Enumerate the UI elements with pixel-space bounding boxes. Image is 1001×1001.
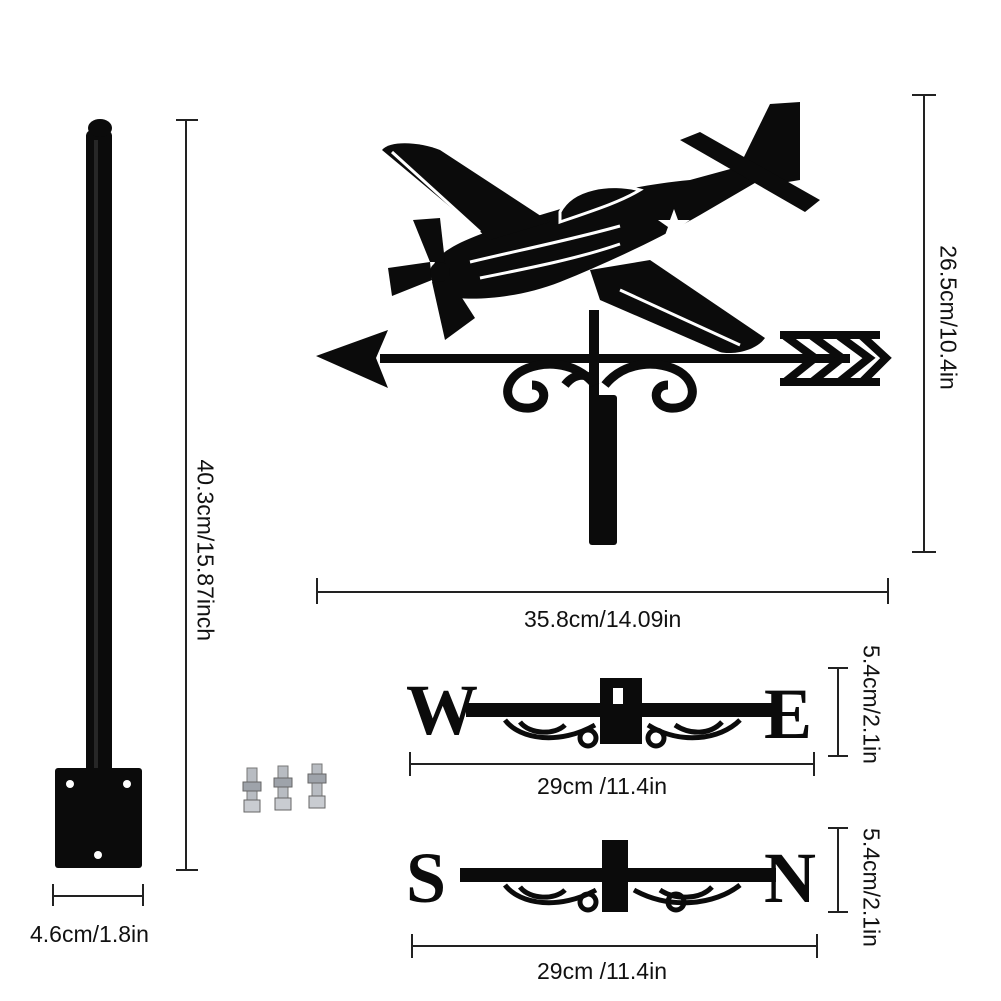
scroll-ornament [503, 359, 697, 413]
cockpit [558, 185, 644, 225]
wing-lower [590, 260, 765, 354]
vane-height-label: 26.5cm/10.4in [935, 245, 962, 390]
we-scroll-ornament [503, 718, 742, 749]
we-width-label: 29cm /11.4in [537, 773, 667, 799]
we-center-block [600, 678, 642, 744]
sn-height-label: 5.4cm/2.1in [858, 828, 885, 947]
base-width-label: 4.6cm/1.8in [30, 921, 149, 947]
we-direction-bar: W E [406, 670, 812, 754]
vane-tube [589, 395, 617, 545]
we-height-label: 5.4cm/2.1in [858, 645, 885, 764]
sn-direction-bar: S N [406, 838, 816, 918]
arrow-feathers [780, 331, 892, 386]
vane-height-dimension [912, 94, 936, 553]
sn-width-dimension [411, 934, 818, 958]
bolts [242, 763, 327, 813]
we-width-dimension [409, 752, 815, 776]
arrow-head [316, 330, 388, 388]
weathervane-airplane [316, 102, 892, 545]
stabilizer [680, 132, 820, 212]
star-insignia [658, 209, 690, 238]
pole [86, 119, 112, 835]
base-width-dimension [52, 884, 144, 906]
bolt [273, 765, 293, 811]
south-letter: S [406, 838, 446, 918]
we-height-dimension [828, 667, 848, 757]
sn-width-label: 29cm /11.4in [537, 958, 667, 984]
vane-width-dimension [316, 578, 889, 604]
propeller [388, 218, 475, 340]
vane-width-label: 35.8cm/14.09in [524, 606, 682, 632]
base-plate [55, 768, 142, 868]
sn-scroll-ornament [503, 883, 742, 913]
wing-upper [382, 143, 550, 240]
bolt [307, 763, 327, 809]
pole-height-label: 40.3cm/15.87inch [192, 459, 219, 642]
bolt [242, 767, 262, 813]
sn-height-dimension [828, 827, 848, 913]
pole-height-dimension [176, 119, 198, 871]
sn-center-block [602, 840, 628, 912]
arrow-shaft [380, 354, 850, 363]
